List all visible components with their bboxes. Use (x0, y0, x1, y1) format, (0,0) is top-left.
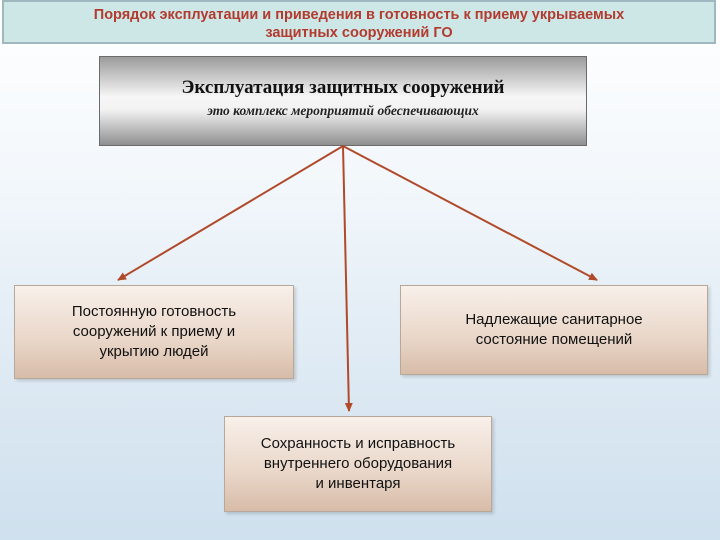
node-readiness: Постоянную готовность сооружений к прием… (14, 285, 294, 379)
node-equipment-line-3: и инвентаря (315, 475, 401, 492)
node-sanitary-line-2: состояние помещений (475, 331, 633, 348)
node-readiness-line-2: сооружений к приему и (72, 323, 236, 340)
slide-title: Порядок эксплуатации и приведения в гото… (2, 0, 716, 44)
arrow-to-right (342, 145, 598, 281)
node-readiness-line-1: Постоянную готовность (71, 303, 237, 320)
node-equipment: Сохранность и исправность внутреннего об… (224, 416, 492, 512)
node-readiness-line-3: укрытию людей (99, 343, 209, 360)
node-sanitary-line-1: Надлежащие санитарное (465, 311, 643, 328)
node-sanitary: Надлежащие санитарное состояние помещени… (400, 285, 708, 375)
title-line-2: защитных сооружений ГО (265, 25, 453, 41)
arrow-to-bottom (342, 145, 353, 412)
root-node-subtitle: это комплекс мероприятий обеспечивающих (207, 103, 479, 118)
arrow-to-left (117, 145, 344, 281)
title-line-1: Порядок эксплуатации и приведения в гото… (93, 7, 625, 23)
node-equipment-line-1: Сохранность и исправность (260, 435, 456, 452)
root-node-title: Эксплуатация защитных сооружений (181, 77, 505, 98)
node-equipment-line-2: внутреннего оборудования (263, 455, 453, 472)
root-node: Эксплуатация защитных сооружений это ком… (99, 56, 587, 146)
